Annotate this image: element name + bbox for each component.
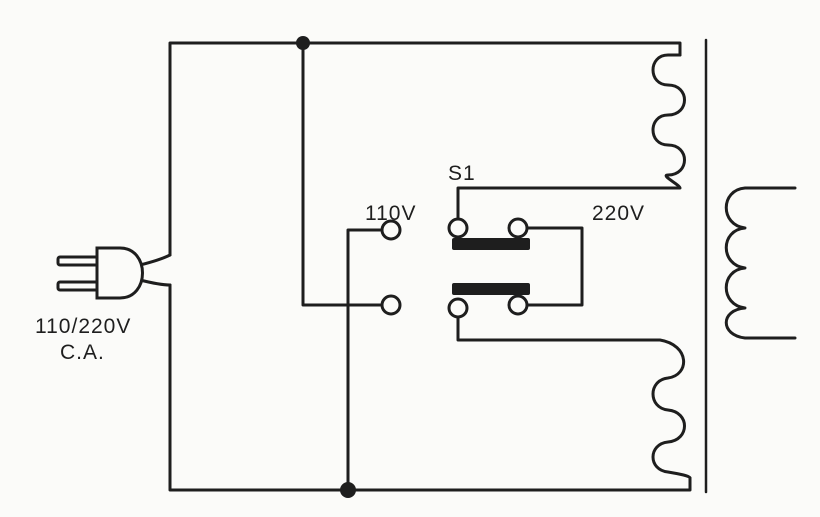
plug-lead-top	[138, 253, 172, 267]
switch-label: S1	[448, 162, 476, 185]
junction-dot-bottom	[340, 482, 356, 498]
tap-wire-bottom-junction	[346, 228, 385, 492]
terminal-110v-upper	[380, 219, 402, 241]
switch-bar-lower	[452, 283, 530, 295]
primary-coil-lower	[456, 316, 692, 480]
switch-link-wire	[526, 226, 584, 307]
junction-dot-top	[296, 36, 310, 50]
terminal-s1-lower-left	[447, 297, 469, 319]
input-type-label: C.A.	[60, 341, 105, 364]
terminal-s1-upper-right	[507, 217, 529, 239]
terminal-s1-upper-left	[447, 217, 469, 239]
top-bus-wire	[168, 41, 682, 257]
input-voltage-label: 110/220V	[35, 315, 132, 338]
tap-wire-top-junction	[301, 41, 385, 307]
secondary-coil	[724, 186, 797, 340]
primary-coil-upper	[456, 53, 686, 222]
tap-110v-label: 110V	[365, 202, 417, 225]
tap-220v-label: 220V	[592, 202, 646, 225]
switch-bar-upper	[452, 238, 530, 250]
bottom-bus-wire	[168, 283, 692, 492]
ac-plug-icon	[56, 246, 144, 300]
terminal-s1-lower-right	[507, 294, 529, 316]
terminal-110v-lower	[380, 294, 402, 316]
plug-lead-bottom	[138, 278, 172, 287]
